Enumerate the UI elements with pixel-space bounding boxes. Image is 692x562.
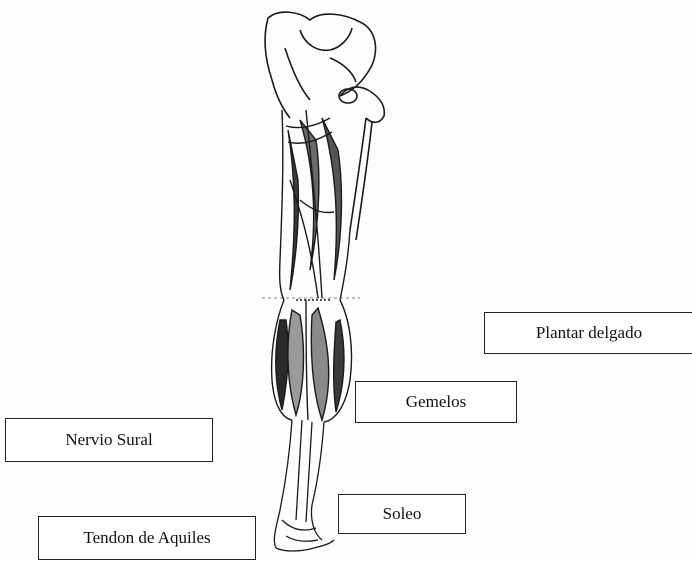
label-gemelos: Gemelos xyxy=(355,381,517,423)
label-soleo-text: Soleo xyxy=(383,504,422,524)
label-tendon-de-aquiles: Tendon de Aquiles xyxy=(38,516,256,560)
label-gemelos-text: Gemelos xyxy=(406,392,466,412)
label-plantar-delgado-text: Plantar delgado xyxy=(536,323,642,343)
ankle-drawing xyxy=(274,420,334,551)
calf-drawing xyxy=(272,300,352,422)
label-nervio-sural: Nervio Sural xyxy=(5,418,213,462)
label-plantar-delgado: Plantar delgado xyxy=(484,312,692,354)
label-nervio-sural-text: Nervio Sural xyxy=(65,430,152,450)
label-soleo: Soleo xyxy=(338,494,466,534)
thigh-drawing xyxy=(280,110,350,300)
label-tendon-de-aquiles-text: Tendon de Aquiles xyxy=(83,528,210,548)
